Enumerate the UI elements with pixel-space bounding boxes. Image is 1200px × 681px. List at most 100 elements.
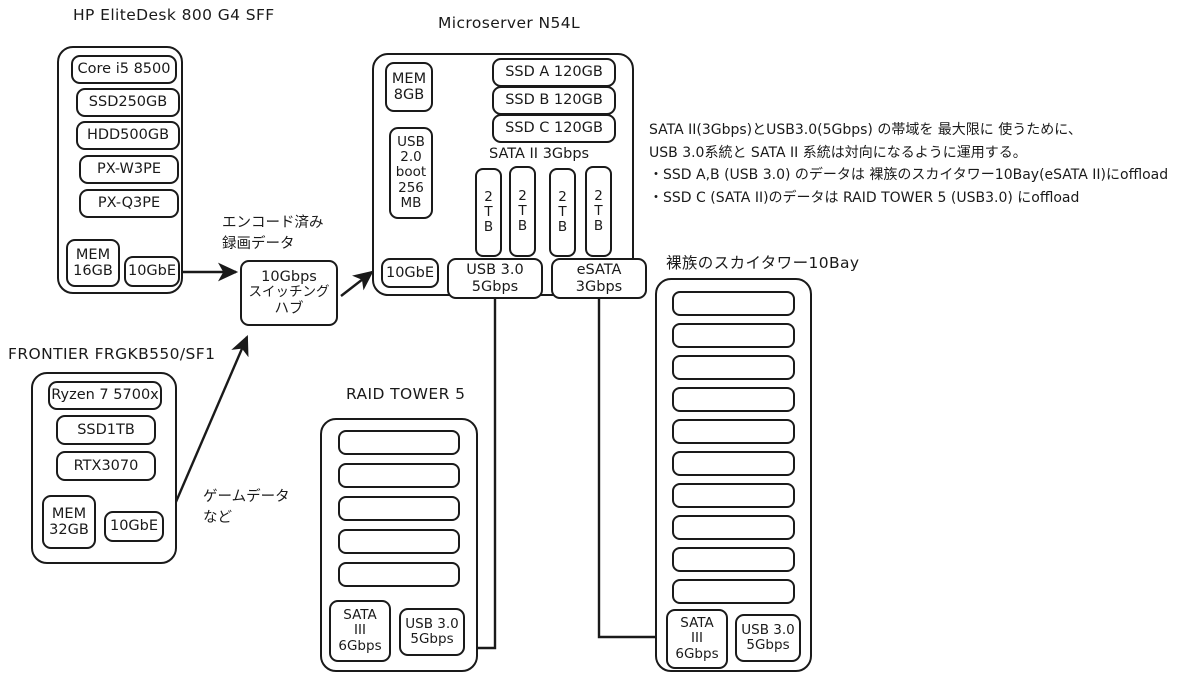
switching-hub-line3: ハブ [274, 300, 304, 317]
microserver-drive-4: 2 T B [585, 166, 612, 257]
annotation-game-data-line2: など [203, 510, 232, 527]
microserver-memory-line2: 8GB [393, 87, 425, 103]
raid-tower-port-sata3: SATA III 6Gbps [329, 600, 391, 662]
microserver-memory-line1: MEM [391, 70, 427, 87]
raid-tower-bay-4 [338, 529, 460, 554]
microserver-port-esata: eSATA 3Gbps [551, 258, 647, 299]
raid-tower-port-sata3-line2: III [354, 622, 366, 639]
elitedesk-part-pxw3pe: PX-W3PE [79, 155, 179, 184]
microserver-usb-boot-line3: boot [395, 164, 427, 181]
sky-tower-bay-7 [672, 483, 795, 508]
frontier-part-cpu: Ryzen 7 5700x [48, 381, 162, 410]
sky-tower-bay-9 [672, 547, 795, 572]
raid-tower-port-usb30-line1: USB 3.0 [405, 615, 459, 632]
raid-tower-bay-2 [338, 463, 460, 488]
sky-tower-bay-10 [672, 579, 795, 604]
raid-tower-bay-3 [338, 496, 460, 521]
microserver-drive-4-line1: 2 [594, 187, 603, 204]
switching-hub-line2: スイッチング [248, 284, 330, 301]
microserver-usb-boot-line1: USB [397, 134, 425, 151]
raid-tower-port-sata3-line1: SATA [343, 607, 377, 624]
microserver-drive-1-line3: B [483, 219, 494, 236]
elitedesk-nic: 10GbE [124, 256, 180, 287]
microserver-ssd-b: SSD B 120GB [492, 86, 616, 115]
annotation-policy-line1: SATA II(3Gbps)とUSB3.0(5Gbps) の帯域を 最大限に 使… [649, 122, 1082, 138]
microserver-usb-boot-line4: 256 [398, 179, 424, 196]
raid-tower-port-usb30-line2: 5Gbps [410, 631, 454, 647]
microserver-usb-boot-line5: MB [400, 194, 422, 211]
microserver-nic: 10GbE [381, 258, 439, 288]
frontier-memory-line1: MEM [51, 505, 87, 522]
microserver-drive-2-line2: T [518, 202, 527, 219]
raid-tower-title: RAID TOWER 5 [346, 385, 466, 403]
microserver-port-esata-line1: eSATA [576, 262, 622, 279]
annotation-game-data-line1: ゲームデータ [203, 489, 290, 505]
elitedesk-part-pxq3pe: PX-Q3PE [79, 189, 179, 218]
sky-tower-port-usb30-line2: 5Gbps [746, 637, 790, 653]
microserver-port-usb30-line1: USB 3.0 [466, 262, 524, 279]
microserver-memory: MEM 8GB [385, 62, 433, 112]
annotation-policy-line2: USB 3.0系統と SATA II 系統は対向になるように運用する。 [649, 144, 1027, 161]
microserver-drive-4-line2: T [594, 202, 603, 219]
wire-hub-to-microserver [340, 270, 374, 297]
microserver-bus-label: SATA II 3Gbps [489, 146, 590, 162]
elitedesk-part-hdd: HDD500GB [76, 121, 180, 150]
microserver-port-esata-line2: 3Gbps [575, 278, 623, 295]
wire-microserver-esata-to-skytower [597, 297, 666, 639]
sky-tower-port-sata3-line3: 6Gbps [675, 645, 719, 662]
sky-tower-bay-4 [672, 387, 795, 412]
sky-tower-port-usb30: USB 3.0 5Gbps [735, 614, 801, 662]
microserver-drive-1-line1: 2 [484, 188, 493, 205]
sky-tower-port-usb30-line1: USB 3.0 [741, 621, 795, 638]
microserver-drive-2-line1: 2 [518, 187, 527, 204]
annotation-encoded-data-line1: エンコード済み [222, 215, 324, 231]
frontier-part-gpu: RTX3070 [56, 451, 156, 481]
microserver-ssd-c: SSD C 120GB [492, 114, 616, 143]
elitedesk-memory: MEM 16GB [66, 239, 120, 287]
microserver-drive-3-line3: B [557, 219, 568, 236]
microserver-drive-3-line2: T [558, 203, 567, 220]
frontier-part-ssd: SSD1TB [56, 415, 156, 445]
microserver-drive-3-line1: 2 [558, 188, 567, 205]
annotation-encoded-data-line2: 録画データ [222, 236, 295, 253]
microserver-ssd-a: SSD A 120GB [492, 58, 616, 87]
sky-tower-bay-6 [672, 451, 795, 476]
elitedesk-memory-line2: 16GB [73, 263, 113, 279]
sky-tower-bay-8 [672, 515, 795, 540]
microserver-usb-boot: USB 2.0 boot 256 MB [389, 127, 433, 219]
microserver-drive-4-line3: B [593, 218, 604, 235]
microserver-usb-boot-line2: 2.0 [400, 149, 422, 166]
sky-tower-bay-3 [672, 355, 795, 380]
microserver-port-usb30: USB 3.0 5Gbps [447, 258, 543, 299]
sky-tower-bay-1 [672, 291, 795, 316]
frontier-title: FRONTIER FRGKB550/SF1 [8, 345, 216, 363]
microserver-drive-1: 2 T B [475, 168, 502, 257]
microserver-drive-1-line2: T [484, 203, 493, 220]
annotation-game-data: ゲームデータ など [203, 487, 290, 529]
sky-tower-title: 裸族のスカイタワー10Bay [666, 254, 860, 272]
elitedesk-memory-line1: MEM [75, 246, 111, 263]
switching-hub-line1: 10Gbps [261, 269, 317, 286]
microserver-drive-2-line3: B [517, 218, 528, 235]
raid-tower-bay-5 [338, 562, 460, 587]
sky-tower-port-sata3: SATA III 6Gbps [666, 609, 728, 669]
microserver-drive-2: 2 T B [509, 166, 536, 257]
microserver-port-usb30-line2: 5Gbps [471, 278, 519, 295]
microserver-title: Microserver N54L [438, 14, 581, 32]
sky-tower-bay-5 [672, 419, 795, 444]
elitedesk-title: HP EliteDesk 800 G4 SFF [73, 6, 275, 24]
elitedesk-part-cpu: Core i5 8500 [71, 55, 177, 84]
microserver-drive-3: 2 T B [549, 168, 576, 257]
frontier-memory-line2: 32GB [49, 522, 89, 538]
sky-tower-port-sata3-line1: SATA [680, 615, 714, 632]
annotation-encoded-data: エンコード済み 録画データ [222, 213, 324, 255]
annotation-policy-line4: ・SSD C (SATA II)のデータは RAID TOWER 5 (USB3… [649, 190, 1080, 207]
raid-tower-port-sata3-line3: 6Gbps [338, 637, 382, 654]
elitedesk-part-ssd: SSD250GB [76, 88, 180, 117]
sky-tower-bay-2 [672, 323, 795, 348]
switching-hub: 10Gbps スイッチング ハブ [240, 260, 338, 326]
frontier-memory: MEM 32GB [42, 495, 96, 549]
raid-tower-bay-1 [338, 430, 460, 455]
frontier-nic: 10GbE [104, 511, 164, 542]
